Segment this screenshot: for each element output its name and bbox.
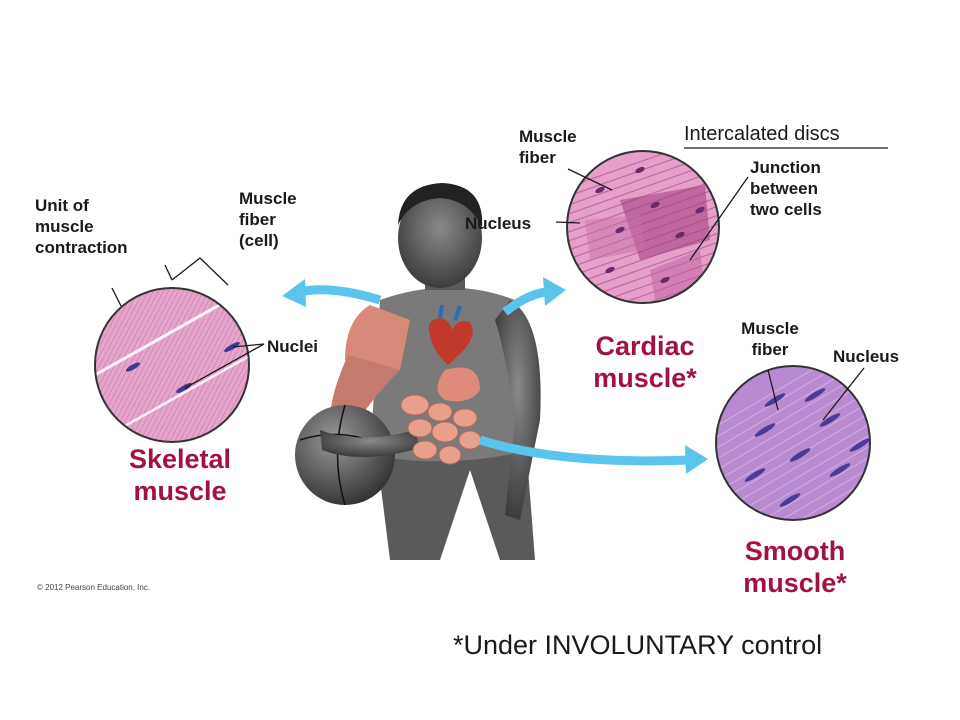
cardiac-title: Cardiac muscle*	[593, 331, 697, 393]
involuntary-footnote: *Under INVOLUNTARY control	[453, 630, 823, 660]
cardiac-micrograph	[566, 150, 720, 304]
skeletal-unit-label: Unit of muscle contraction	[35, 196, 128, 257]
cardiac-fiber-label: Muscle fiber	[519, 127, 577, 167]
smooth-micrograph	[715, 365, 871, 521]
skeletal-nuclei-label: Nuclei	[267, 337, 319, 356]
smooth-fiber-label: Muscle fiber	[741, 319, 799, 359]
smooth-title: Smooth muscle*	[743, 536, 847, 598]
cardiac-junction-label: Junction between two cells	[750, 158, 822, 219]
skeletal-title: Skeletal muscle	[128, 444, 232, 506]
arrow-to-skeletal	[282, 279, 382, 307]
cardiac-nucleus-label: Nucleus	[465, 214, 532, 233]
cardiac-discs-label: Intercalated discs	[684, 123, 840, 145]
athlete-figure	[295, 183, 541, 560]
arrow-to-cardiac	[502, 277, 566, 316]
arrow-to-smooth	[478, 435, 708, 474]
skeletal-fiber-label: Muscle fiber (cell)	[239, 189, 297, 250]
leader-lines	[111, 147, 888, 421]
copyright-notice: © 2012 Pearson Education, Inc.	[37, 583, 151, 592]
smooth-nucleus-label: Nucleus	[833, 347, 900, 366]
